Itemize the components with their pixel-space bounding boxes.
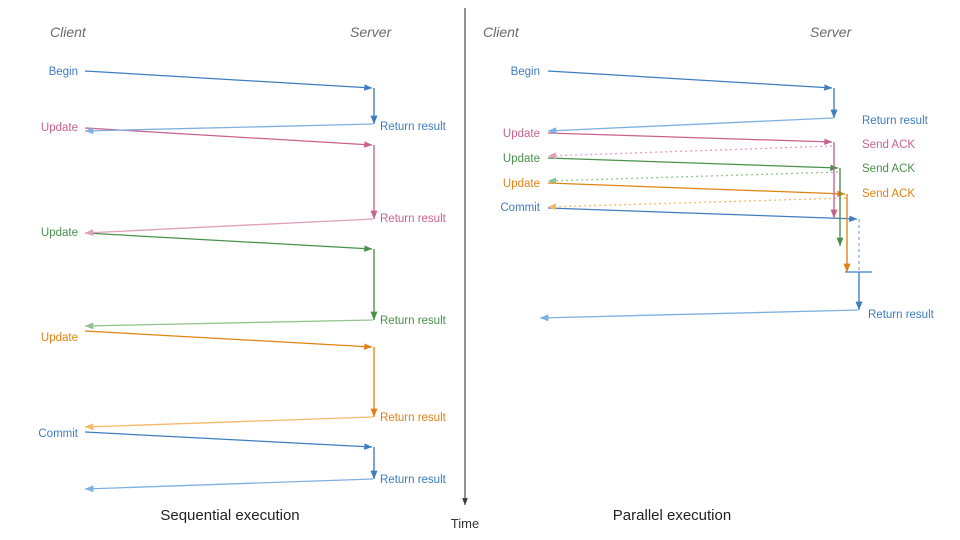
client-label-update-2: Update (41, 227, 78, 239)
lane-header-server: Server (810, 24, 853, 40)
request-begin (84, 70, 373, 91)
client-label-update-1: Update (503, 128, 540, 140)
lane-header-client: Client (50, 24, 87, 40)
client-label-begin: Begin (511, 66, 540, 78)
response-update-1 (84, 218, 374, 237)
server-label-return-4: Return result (380, 412, 447, 424)
response-update-2 (84, 319, 374, 330)
client-label-commit: Commit (500, 202, 540, 214)
time-axis-layer: Time (451, 8, 479, 531)
server-label-return-2: Return result (868, 309, 935, 321)
server-label-return-1: Return result (862, 115, 929, 127)
lane-header-server: Server (350, 24, 393, 40)
server-label-return-3: Return result (380, 315, 447, 327)
server-label-ack-3: Send ACK (862, 188, 915, 200)
server-label-return-5: Return result (380, 474, 447, 486)
server-label-return-1: Return result (380, 121, 447, 133)
request-update-1 (547, 132, 833, 146)
server-label-ack-1: Send ACK (862, 139, 915, 151)
response-commit (84, 478, 374, 493)
client-label-update-1: Update (41, 122, 78, 134)
response-commit (539, 309, 859, 322)
response-begin (84, 123, 374, 135)
response-begin (547, 117, 834, 135)
client-label-update-2: Update (503, 153, 540, 165)
server-label-ack-2: Send ACK (862, 163, 915, 175)
ack-update-1 (547, 145, 833, 160)
response-update-3 (84, 416, 374, 431)
request-begin (547, 70, 833, 91)
client-label-begin: Begin (49, 66, 78, 78)
request-update-3 (547, 182, 846, 197)
request-commit (84, 431, 373, 450)
request-commit (547, 207, 858, 222)
client-label-commit: Commit (38, 428, 78, 440)
ack-update-2 (547, 171, 839, 185)
panel-caption: Parallel execution (613, 507, 731, 524)
request-update-3 (84, 330, 373, 350)
request-update-1 (84, 127, 373, 148)
server-label-return-2: Return result (380, 213, 447, 225)
request-update-2 (547, 157, 839, 171)
client-label-update-3: Update (41, 332, 78, 344)
panel-caption: Sequential execution (160, 507, 299, 524)
client-label-update-3: Update (503, 178, 540, 190)
lane-header-client: Client (483, 24, 520, 40)
request-update-2 (84, 232, 373, 252)
ack-update-3 (547, 197, 847, 211)
time-axis-label: Time (451, 516, 479, 531)
